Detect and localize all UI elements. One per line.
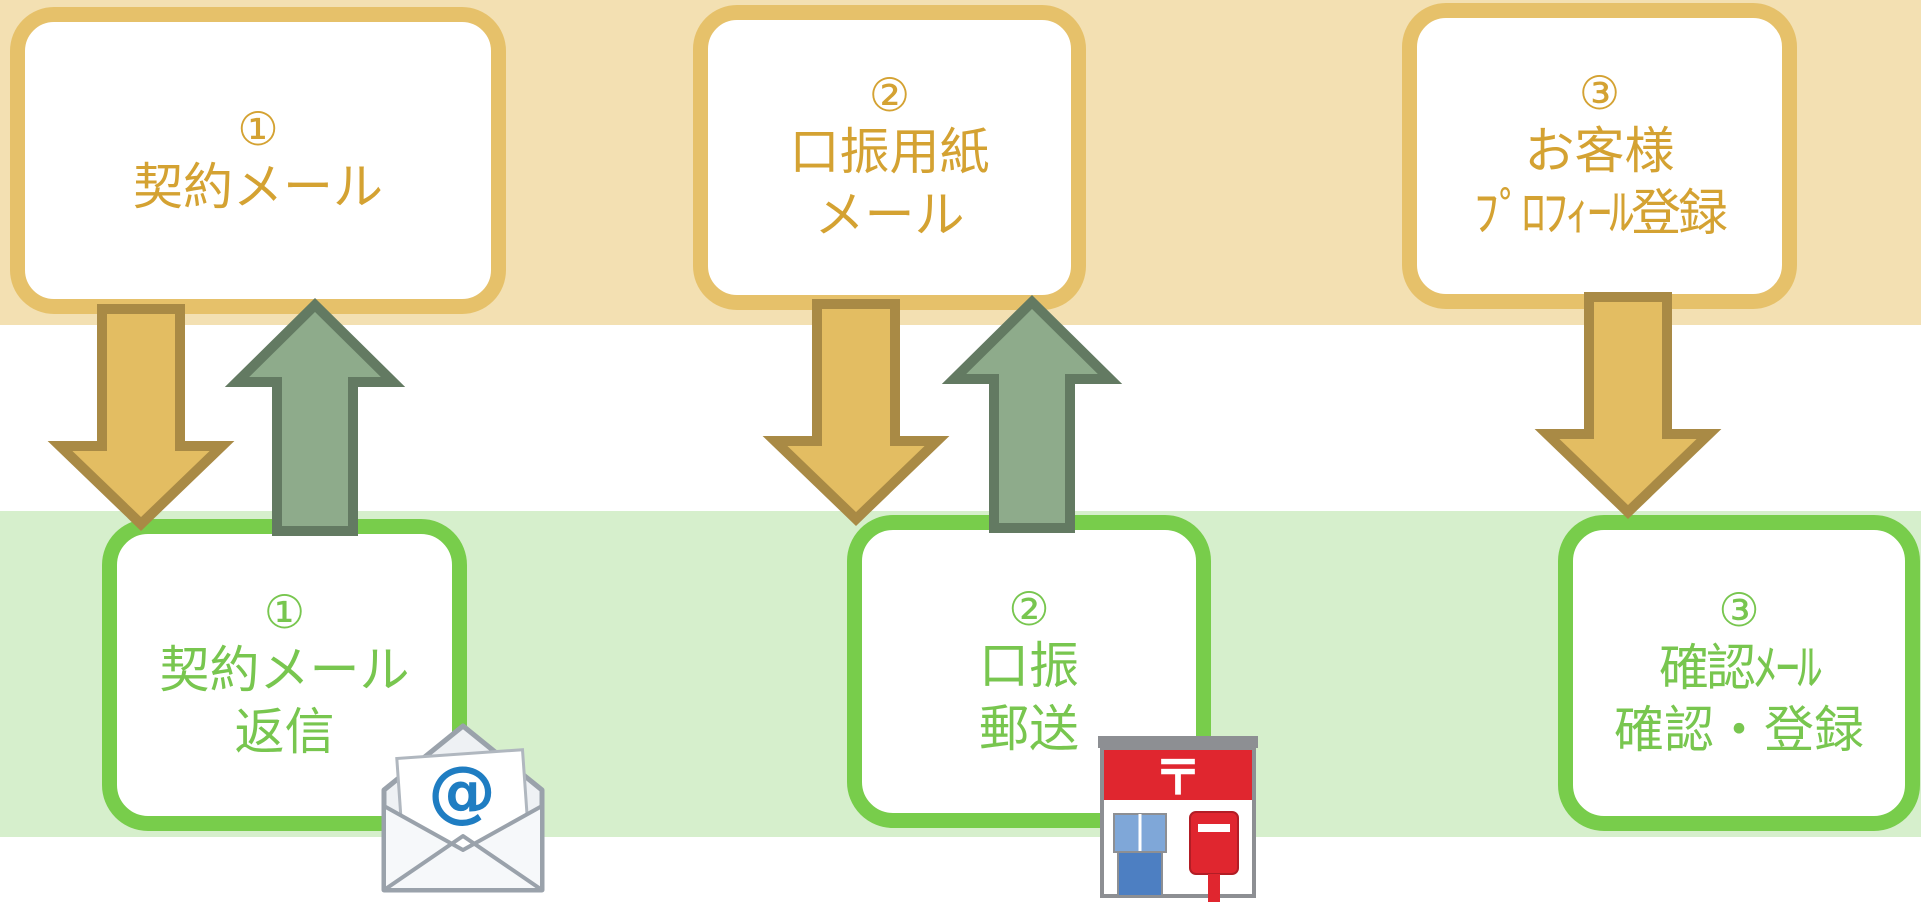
company-step-1-label: 契約メール — [133, 157, 383, 216]
customer-step-3-label-line-2: 確認・登録 — [1614, 701, 1864, 760]
email-envelope-icon: @ — [381, 723, 545, 893]
company-step-3-label-line-1: お客様 — [1524, 121, 1675, 180]
company-step-2-label-line-1: 口振用紙 — [789, 123, 990, 182]
down-arrow-3 — [1534, 292, 1722, 519]
company-step-2-box: ② 口振用紙 メール — [693, 5, 1086, 310]
post-office-icon: 〒 — [1098, 736, 1258, 902]
customer-step-2-number: ② — [1008, 581, 1050, 636]
customer-step-2-label-line-2: 郵送 — [979, 699, 1079, 758]
customer-step-1-number: ① — [263, 585, 306, 640]
company-step-2-number: ② — [868, 67, 911, 122]
up-arrow-2 — [941, 294, 1123, 533]
customer-step-3-label-line-1: 確認ﾒｰﾙ — [1659, 638, 1822, 697]
customer-step-1-label-line-2: 返信 — [234, 703, 335, 762]
company-step-2-label-line-2: メール — [814, 185, 965, 244]
down-arrow-1 — [47, 304, 235, 531]
up-arrow-1 — [224, 297, 406, 536]
company-step-1-number: ① — [237, 101, 279, 156]
company-step-3-label-line-2: ﾌﾟﾛﾌｨｰﾙ登録 — [1474, 184, 1728, 243]
company-step-3-number: ③ — [1578, 66, 1621, 121]
customer-step-1-label-line-1: 契約メール — [159, 640, 410, 699]
customer-step-3-number: ③ — [1718, 583, 1760, 638]
customer-step-2-label-line-1: 口振 — [979, 637, 1079, 696]
customer-step-3-box: ③ 確認ﾒｰﾙ 確認・登録 — [1558, 515, 1920, 831]
company-step-1-box: ① 契約メール — [10, 7, 506, 314]
down-arrow-2 — [762, 299, 950, 526]
postal-mark: 〒 — [1154, 750, 1202, 806]
company-step-3-box: ③ お客様 ﾌﾟﾛﾌｨｰﾙ登録 — [1402, 3, 1797, 309]
at-sign: @ — [428, 752, 496, 831]
